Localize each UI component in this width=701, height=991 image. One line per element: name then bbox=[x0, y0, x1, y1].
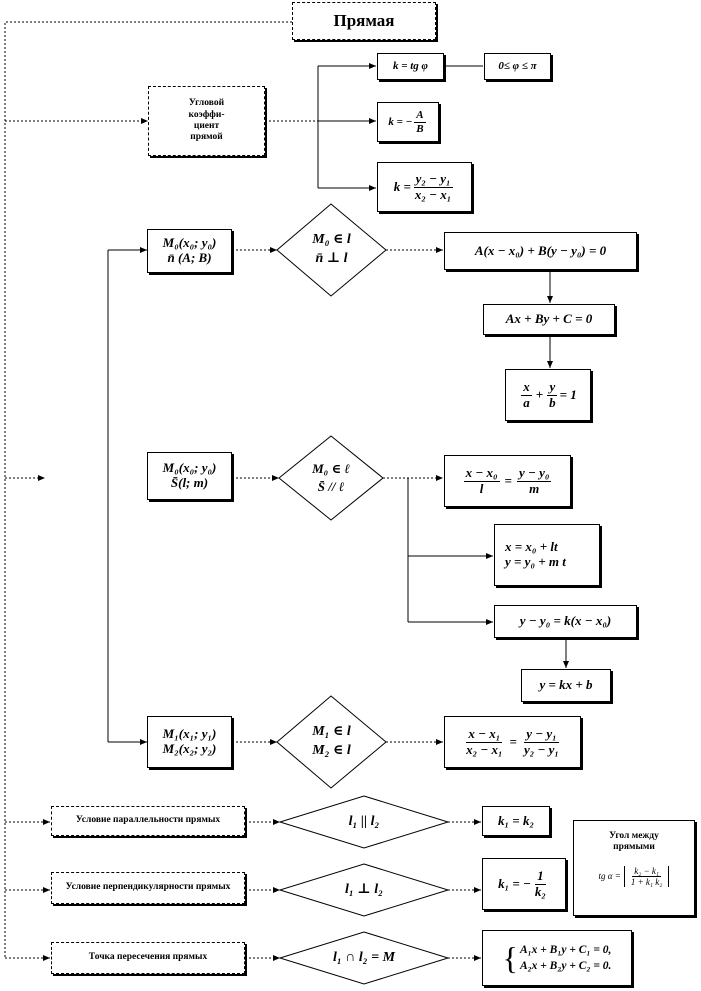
diamond-normal-shape bbox=[276, 203, 387, 297]
perpendicular-condition: l₁ ⊥ l₂ bbox=[280, 864, 448, 916]
slope-ab-num: A bbox=[414, 108, 426, 123]
intersection-label-box: Точка пересечения прямых bbox=[51, 942, 245, 974]
slope-tan-box: k = tg φ bbox=[377, 53, 444, 80]
diamond-parallel-shape bbox=[278, 795, 450, 849]
slope-ab-lhs: k = − bbox=[388, 115, 413, 128]
direction-condition: M₀ ∈ ℓ S̄ // ℓ bbox=[279, 436, 383, 520]
slope-label-line-2: коэффи- bbox=[188, 109, 225, 120]
intercept-a: a bbox=[523, 394, 530, 410]
angle-label: Угол между прямыми bbox=[609, 831, 659, 853]
intercept-x: x bbox=[521, 378, 532, 396]
parallel-result-box: k₁ = k₂ bbox=[482, 806, 550, 836]
perpendicular-result-den: k₂ bbox=[534, 883, 546, 899]
parallel-cond: l₁ || l₂ bbox=[348, 813, 380, 829]
normal-standard-eq: Ax + By + C = 0 bbox=[505, 311, 593, 327]
system-eq-1: A₁x + B₁y + C₁ = 0, bbox=[519, 943, 612, 956]
canonical-den-1: l bbox=[479, 480, 484, 496]
slope-ab-den: B bbox=[416, 122, 424, 135]
canonical-den-2: m bbox=[529, 480, 540, 496]
perpendicular-cond: l₁ ⊥ l₂ bbox=[345, 881, 383, 897]
normal-standard-eq-box: Ax + By + C = 0 bbox=[483, 304, 615, 335]
angle-den: 1 + k₁ k₂ bbox=[630, 877, 663, 888]
angle-num: k₂ − k₁ bbox=[632, 865, 662, 878]
canonical-num-1: x − x₀ bbox=[463, 464, 500, 482]
diamond-two-points-shape bbox=[276, 695, 387, 789]
intersection-cond: l₁ ∩ l₂ = M bbox=[332, 949, 396, 965]
intercept-y: y bbox=[547, 378, 558, 396]
direction-slope-eq-box: y = kx + b bbox=[521, 669, 611, 702]
slope-label-line-1: Угловой bbox=[188, 98, 225, 109]
intercept-b: b bbox=[549, 394, 556, 410]
point-slope-eq: y − y₀ = k(x − x₀) bbox=[519, 613, 612, 629]
slope-points-lhs: k = bbox=[393, 178, 411, 194]
two-points-given-1: M₁(x₁; y₁) bbox=[162, 726, 217, 742]
diamond-intersection-shape bbox=[278, 931, 450, 985]
slope-label-box: Угловой коэффи- циент прямой bbox=[148, 86, 265, 156]
direction-parametric-eq-box: x = x₀ + lt y = y₀ + m t bbox=[494, 524, 600, 586]
direction-given-1: M₀(x₀; y₀) bbox=[162, 460, 217, 476]
two-points-condition: M₁ ∈ l M₂ ∈ l bbox=[277, 696, 386, 788]
direction-cond-1: M₀ ∈ ℓ bbox=[312, 461, 350, 477]
perpendicular-label-box: Условие перпендикулярности прямых bbox=[51, 872, 245, 904]
two-points-den-2: y₂ − y₁ bbox=[523, 741, 559, 757]
slope-points-den: x₂ − x₁ bbox=[414, 186, 452, 202]
intersection-label: Точка пересечения прямых bbox=[88, 952, 208, 963]
slope-points-num: y₂ − y₁ bbox=[413, 170, 453, 188]
two-points-cond-2: M₂ ∈ l bbox=[312, 743, 351, 758]
parametric-eq-2: y = y₀ + m t bbox=[505, 554, 566, 569]
direction-cond-2: S̄ // ℓ bbox=[317, 479, 345, 494]
parallel-result: k₁ = k₂ bbox=[498, 812, 534, 828]
normal-cond-1: M₀ ∈ l bbox=[312, 232, 351, 248]
two-points-cond-1: M₁ ∈ l bbox=[312, 724, 351, 740]
two-points-given-2: M₂(x₂; y₂) bbox=[162, 741, 217, 756]
slope-range-formula: 0≤ φ ≤ π bbox=[498, 60, 537, 73]
normal-general-eq: A(x − x₀) + B(y − y₀) = 0 bbox=[474, 242, 607, 258]
slope-label-line-4: прямой bbox=[190, 132, 223, 143]
intersection-condition: l₁ ∩ l₂ = M bbox=[280, 932, 448, 984]
normal-given-1: M₀(x₀; y₀) bbox=[162, 235, 217, 251]
direction-given-box: M₀(x₀; y₀) S̄(l; m) bbox=[147, 452, 232, 500]
diamond-direction-shape bbox=[278, 435, 384, 521]
two-points-given-box: M₁(x₁; y₁) M₂(x₂; y₂) bbox=[147, 716, 232, 768]
two-points-den-1: x₂ − x₁ bbox=[466, 741, 503, 757]
slope-tan-formula: k = tg φ bbox=[392, 60, 428, 73]
slope-range-box: 0≤ φ ≤ π bbox=[484, 53, 551, 80]
two-points-num-2: y − y₁ bbox=[524, 725, 559, 743]
direction-given-2: S̄(l; m) bbox=[170, 475, 209, 490]
perpendicular-label: Условие перпендикулярности прямых bbox=[65, 882, 231, 893]
intercept-rhs: = 1 bbox=[559, 386, 577, 402]
intersection-system-box: { A₁x + B₁y + C₁ = 0, A₂x + B₂y + C₂ = 0… bbox=[482, 930, 632, 986]
canonical-num-2: y − y₀ bbox=[516, 464, 552, 482]
title-box: Прямая bbox=[292, 2, 436, 40]
diamond-perpendicular-shape bbox=[278, 863, 450, 917]
parametric-eq-1: x = x₀ + lt bbox=[505, 539, 558, 555]
perpendicular-result-lhs: k₁ = − bbox=[498, 875, 531, 891]
normal-general-eq-box: A(x − x₀) + B(y − y₀) = 0 bbox=[444, 232, 637, 270]
perpendicular-result-num: 1 bbox=[535, 867, 546, 885]
parallel-condition: l₁ || l₂ bbox=[280, 796, 448, 848]
parallel-label-box: Условие параллельности прямых bbox=[51, 806, 245, 836]
system-eq-2: A₂x + B₂y + C₂ = 0. bbox=[519, 960, 612, 972]
system-brace-icon: { bbox=[502, 940, 518, 976]
normal-condition: M₀ ∈ l n̄ ⊥ l bbox=[277, 204, 386, 296]
slope-intercept-eq: y = kx + b bbox=[539, 677, 593, 693]
slope-label-line-3: циент bbox=[193, 121, 220, 131]
normal-given-2: n̄ (A; B) bbox=[167, 250, 212, 265]
direction-point-slope-eq-box: y − y₀ = k(x − x₀) bbox=[494, 605, 637, 638]
parallel-label: Условие параллельности прямых bbox=[75, 815, 221, 826]
two-points-num-1: x − x₁ bbox=[466, 725, 503, 743]
title-text: Прямая bbox=[333, 11, 395, 31]
normal-given-box: M₀(x₀; y₀) n̄ (A; B) bbox=[147, 229, 232, 273]
normal-cond-2: n̄ ⊥ l bbox=[315, 251, 348, 266]
angle-lhs: tg α = bbox=[598, 871, 621, 882]
